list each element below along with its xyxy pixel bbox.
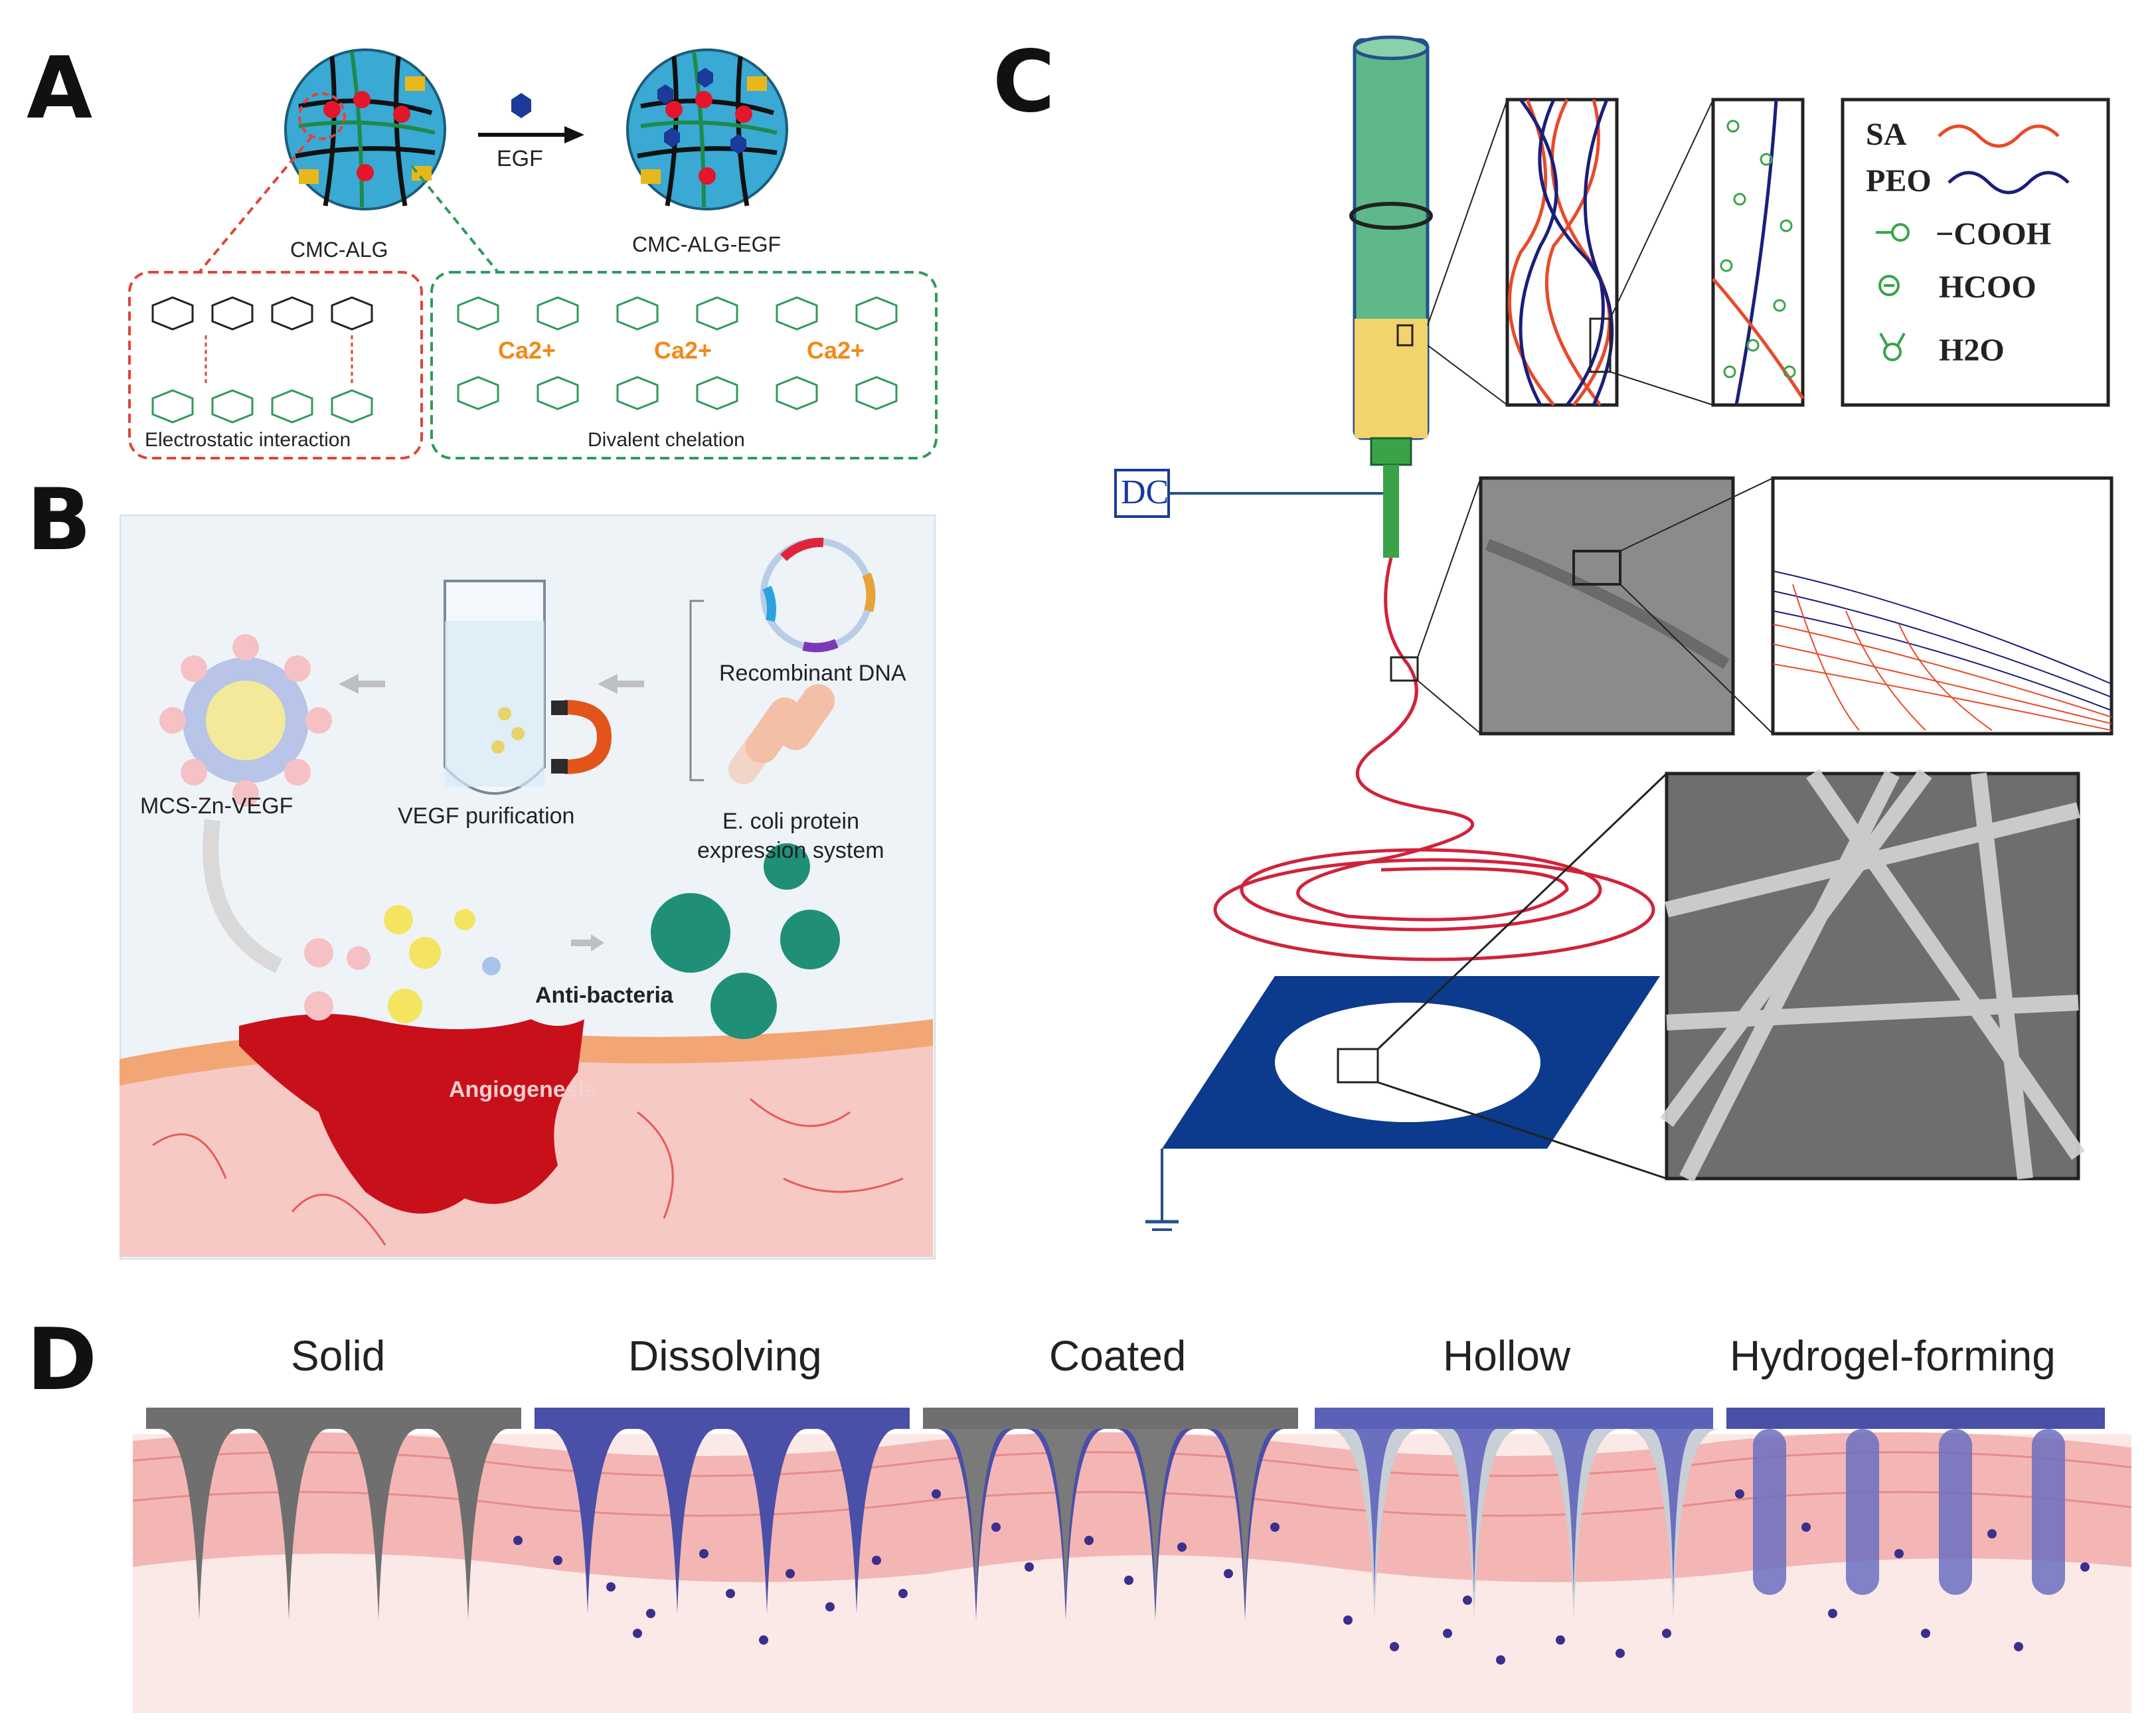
panel-b-diagram xyxy=(120,537,933,1257)
panel-c-diagram xyxy=(1114,35,2114,1231)
panel-d-letter: D xyxy=(27,1311,98,1410)
arrow-to-nanoparticle xyxy=(339,674,385,694)
magnet-icon xyxy=(551,700,612,774)
alginate-structure xyxy=(151,389,373,424)
ecoli-label-line1: E. coli protein xyxy=(722,809,859,834)
angiogenesis-label: Angiogenesis xyxy=(449,1077,597,1102)
collector-plate xyxy=(1145,976,1660,1231)
bacteria-icons xyxy=(651,843,840,1039)
calcium-ion-2: Ca2+ xyxy=(654,337,712,364)
type-dissolving-label: Dissolving xyxy=(628,1332,822,1380)
arrow-to-wound xyxy=(203,819,283,973)
carboxyl-icon xyxy=(1891,223,1910,242)
panel-b-letter: B xyxy=(27,471,92,570)
mcs-zn-vegf-nanoparticle xyxy=(159,634,332,807)
mcs-zn-vegf-label: MCS-Zn-VEGF xyxy=(140,793,293,819)
egf-hexagon-icon xyxy=(511,93,531,118)
solid-microneedles xyxy=(146,1408,521,1620)
cmc-alg-label: CMC-ALG xyxy=(290,238,388,262)
type-coated-label: Coated xyxy=(1049,1332,1187,1380)
peo-legend-wave xyxy=(1948,171,2070,195)
hollow-microneedles xyxy=(1315,1408,1720,1620)
recombinant-dna-label: Recombinant DNA xyxy=(719,661,906,686)
panel-a-letter: A xyxy=(27,39,93,138)
type-solid-label: Solid xyxy=(291,1332,386,1380)
syringe-icon xyxy=(1349,35,1433,558)
source-bracket xyxy=(689,600,704,781)
panel-d-diagram xyxy=(133,1408,2131,1713)
fiber-mesh-box xyxy=(1771,476,2114,736)
sa-legend-wave xyxy=(1938,124,2060,148)
dc-source-box xyxy=(1114,469,1170,518)
ecoli-label-line2: expression system xyxy=(697,838,884,863)
cmc-alg-sphere xyxy=(284,48,446,210)
plasmid-icon xyxy=(760,537,876,653)
legend-h2o-label: H2O xyxy=(1939,333,2005,368)
wound-bed xyxy=(239,1014,584,1214)
chelation-box xyxy=(430,271,938,459)
anti-bacteria-label: Anti-bacteria xyxy=(535,983,673,1008)
water-icon xyxy=(1883,343,1902,361)
arrow-to-purification xyxy=(598,674,644,694)
ecoli-icon xyxy=(728,684,835,785)
chelation-label: Divalent chelation xyxy=(588,429,745,451)
calcium-ion-1: Ca2+ xyxy=(498,337,556,364)
legend-sa-label: SA xyxy=(1866,117,1907,152)
legend-cooh-label: −COOH xyxy=(1936,216,2052,252)
cmc-alg-egf-sphere xyxy=(626,48,788,210)
panel-c-letter: C xyxy=(993,33,1055,131)
electrostatic-label: Electrostatic interaction xyxy=(145,429,351,451)
chitosan-structure xyxy=(151,296,373,331)
carboxylate-icon xyxy=(1878,275,1900,296)
legend-box xyxy=(1841,98,2110,407)
chelation-structure xyxy=(457,296,898,410)
arrow-to-bacteria xyxy=(571,934,604,951)
molecule-zoom-box xyxy=(1711,98,1805,407)
dc-label: DC xyxy=(1121,473,1169,511)
coated-microneedles xyxy=(923,1408,1298,1620)
vegf-purification-label: VEGF purification xyxy=(398,803,575,829)
egf-label: EGF xyxy=(497,146,543,171)
electrostatic-box xyxy=(128,271,423,459)
tem-image-box xyxy=(1479,476,1735,736)
released-particles xyxy=(304,905,501,1023)
type-hollow-label: Hollow xyxy=(1443,1332,1571,1380)
hydrogel-microneedles xyxy=(1726,1408,2105,1595)
legend-hcoo-label: HCOO xyxy=(1939,270,2036,305)
dissolving-microneedles xyxy=(535,1408,910,1613)
panel-a-diagram: EGF Electrostatic interaction Ca2+ Ca2+ … xyxy=(128,48,938,459)
calcium-ion-3: Ca2+ xyxy=(807,337,865,364)
legend-peo-label: PEO xyxy=(1866,163,1932,199)
type-hydrogel-label: Hydrogel-forming xyxy=(1730,1332,2056,1380)
drug-particles xyxy=(513,1489,2090,1665)
cmc-alg-egf-label: CMC-ALG-EGF xyxy=(632,232,781,256)
test-tube-icon xyxy=(444,580,546,795)
